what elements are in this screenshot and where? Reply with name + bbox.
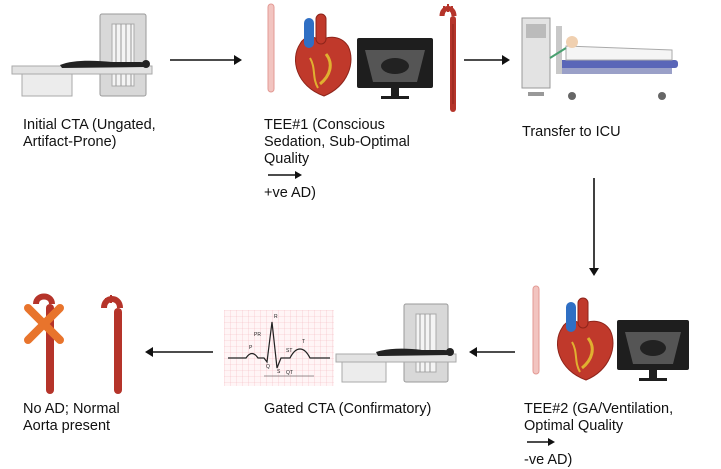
aorta-normal-icon: [101, 295, 123, 394]
ecg-label-qt: QT: [286, 370, 293, 376]
caption-line: Sedation, Sub-Optimal: [264, 134, 410, 150]
ecg-label-st: ST: [286, 348, 293, 354]
caption-gated-cta: Gated CTA (Confirmatory): [264, 401, 431, 418]
caption-line: Artifact-Prone): [23, 134, 117, 150]
ecg-trace: [224, 310, 334, 386]
heart-icon: [295, 13, 352, 97]
caption-line: Quality +ve AD): [264, 151, 410, 202]
ecg-label-r: R: [274, 314, 278, 320]
arrow-left-icon: [145, 347, 213, 357]
ecg-label-pr: PR: [254, 332, 261, 338]
ct-scanner-gated: [335, 303, 457, 383]
ecg-label-q: Q: [266, 364, 270, 370]
caption-text: Quality: [264, 151, 310, 167]
arrow-left-icon: [469, 347, 515, 357]
ecg-label-p: P: [249, 345, 253, 351]
caption-initial-cta: Initial CTA (Ungated, Artifact-Prone): [23, 117, 156, 151]
caption-line: TEE#2 (GA/Ventilation,: [524, 401, 674, 417]
caption-tee1: TEE#1 (Conscious Sedation, Sub-Optimal Q…: [264, 117, 410, 202]
aorta-dissection-excluded-icon: [24, 293, 64, 394]
caption-line: Transfer to ICU: [522, 124, 621, 140]
arrow-right-icon: [268, 171, 302, 179]
echo-monitor-icon: [357, 38, 433, 99]
tee-probe-icon: [267, 3, 275, 93]
caption-text: Optimal Quality: [524, 418, 624, 434]
caption-line: Optimal Quality -ve AD): [524, 418, 673, 469]
ecg-label-t: T: [302, 339, 306, 345]
arrow-down-icon: [589, 178, 599, 276]
caption-result: No AD; Normal Aorta present: [23, 401, 120, 435]
heart-icon: [557, 297, 614, 381]
ecg-label-s: S: [277, 369, 281, 375]
ecg-panel: R P Q S T PR ST QT: [224, 310, 334, 386]
arrow-right-icon: [170, 55, 242, 65]
caption-line: Aorta present: [23, 418, 111, 434]
caption-text: -ve AD): [524, 452, 573, 468]
caption-line: Gated CTA (Confirmatory): [264, 401, 432, 417]
arrow-right-icon: [527, 438, 555, 446]
caption-line: No AD; Normal: [23, 401, 120, 417]
icu-bed-icon: [521, 17, 678, 100]
caption-line: TEE#1 (Conscious: [264, 117, 385, 133]
echo-monitor-icon: [617, 320, 689, 381]
caption-icu: Transfer to ICU: [522, 124, 621, 141]
caption-line: Initial CTA (Ungated,: [23, 117, 156, 133]
caption-text: +ve AD): [264, 185, 316, 201]
caption-tee2: TEE#2 (GA/Ventilation, Optimal Quality -…: [524, 401, 673, 469]
tee-probe-icon: [532, 285, 540, 375]
aorta-dissected-icon: [439, 4, 457, 112]
ct-scanner-ungated: [11, 13, 153, 97]
arrow-right-icon: [464, 55, 510, 65]
